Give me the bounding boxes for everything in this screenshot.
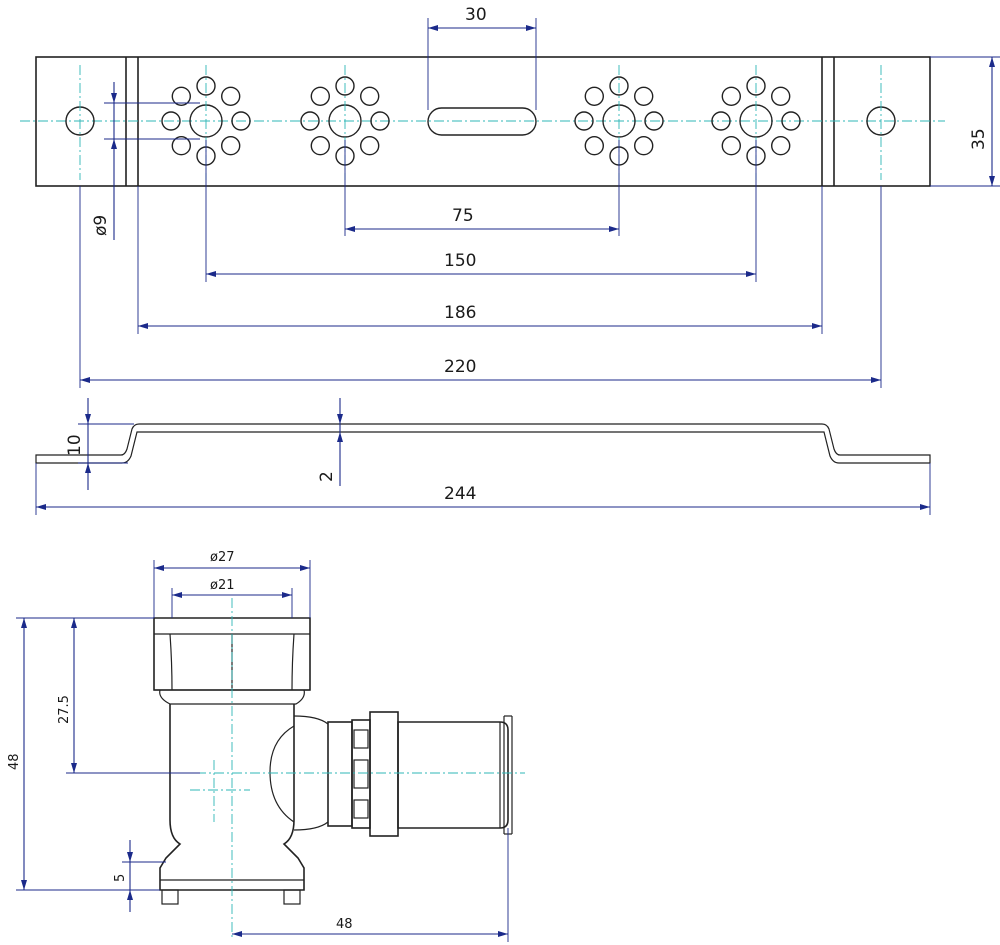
- dimension-244: 244: [35, 463, 931, 515]
- dimension-30: 30: [427, 5, 537, 110]
- cluster-small-hole: [584, 86, 604, 107]
- cluster-small-hole: [711, 111, 731, 131]
- cluster-small-hole: [574, 111, 594, 131]
- bracket-plate-outline: [35, 56, 931, 187]
- dim-label-150: 150: [444, 251, 476, 271]
- cluster-small-hole: [310, 86, 330, 107]
- cluster-small-hole: [171, 135, 192, 156]
- fitting-branch-ring: [351, 719, 371, 829]
- dimension-dia-21: ø21: [171, 578, 293, 618]
- dimension-48-horizontal: 48: [232, 828, 509, 942]
- bracket-plan-view: 30 35 ø9 75: [20, 5, 1000, 388]
- dim-label-27-5: 27.5: [57, 695, 72, 724]
- dim-label-75: 75: [452, 206, 474, 226]
- cluster-small-hole: [609, 76, 629, 96]
- bracket-side-view: 10 2 244: [35, 398, 931, 515]
- center-slot: [427, 107, 537, 136]
- cluster-small-hole: [335, 76, 355, 96]
- dim-label-186: 186: [444, 303, 476, 323]
- cluster-small-hole: [310, 135, 330, 156]
- cluster-small-hole: [721, 135, 741, 156]
- dim-label-dia-27: ø27: [210, 550, 235, 565]
- cluster-small-hole: [644, 111, 664, 131]
- cluster-small-hole: [196, 76, 216, 96]
- cluster-small-hole: [781, 111, 801, 131]
- dim-label-244: 244: [444, 484, 476, 504]
- dim-label-10: 10: [65, 434, 85, 456]
- cluster-small-hole: [220, 86, 241, 107]
- hole-cluster-4: [711, 65, 801, 180]
- dimension-35: 35: [930, 56, 1000, 187]
- dimension-27-5: 27.5: [57, 618, 200, 774]
- fitting-foot-right: [283, 889, 301, 905]
- cluster-small-hole: [360, 86, 380, 107]
- cluster-small-hole: [370, 111, 390, 131]
- cluster-small-hole: [771, 135, 791, 156]
- fitting-branch-nut: [369, 711, 399, 837]
- cluster-small-hole: [231, 111, 251, 131]
- dim-label-dia-9: ø9: [91, 215, 111, 236]
- cluster-small-hole: [300, 111, 320, 131]
- cluster-small-hole: [584, 135, 604, 156]
- dim-label-48-vertical: 48: [7, 753, 22, 770]
- dim-label-48-horizontal: 48: [336, 917, 353, 932]
- dim-label-2: 2: [317, 471, 337, 482]
- dimension-75: 75: [344, 140, 620, 236]
- dim-label-30: 30: [465, 5, 487, 25]
- dim-label-35: 35: [969, 128, 989, 150]
- fitting-branch-collar: [327, 721, 353, 827]
- dim-label-5: 5: [113, 874, 128, 882]
- cluster-small-hole: [771, 86, 791, 107]
- cluster-small-hole: [161, 111, 181, 131]
- dimension-48-vertical: 48: [7, 617, 160, 891]
- bracket-profile: [35, 423, 931, 464]
- fitting-foot-left: [161, 889, 179, 905]
- cluster-small-hole: [634, 135, 654, 156]
- dimension-10: 10: [65, 398, 134, 490]
- dimension-dia-27: ø27: [153, 550, 311, 618]
- elbow-fitting-view: ø27 ø21 48 27.5: [7, 550, 525, 942]
- cluster-small-hole: [171, 86, 192, 107]
- dimension-5: 5: [113, 840, 166, 912]
- cluster-small-hole: [634, 86, 654, 107]
- dimension-186: 186: [137, 186, 823, 334]
- fitting-press-sleeve: [397, 721, 509, 829]
- cluster-small-hole: [360, 135, 380, 156]
- dimension-220: 220: [79, 186, 882, 388]
- dimension-dia-9: ø9: [91, 82, 200, 240]
- cluster-small-hole: [746, 76, 766, 96]
- dim-label-220: 220: [444, 357, 476, 377]
- dim-label-dia-21: ø21: [210, 578, 235, 593]
- cluster-small-hole: [721, 86, 741, 107]
- cluster-small-hole: [220, 135, 241, 156]
- dimension-2: 2: [317, 398, 343, 486]
- dimension-150: 150: [205, 140, 757, 282]
